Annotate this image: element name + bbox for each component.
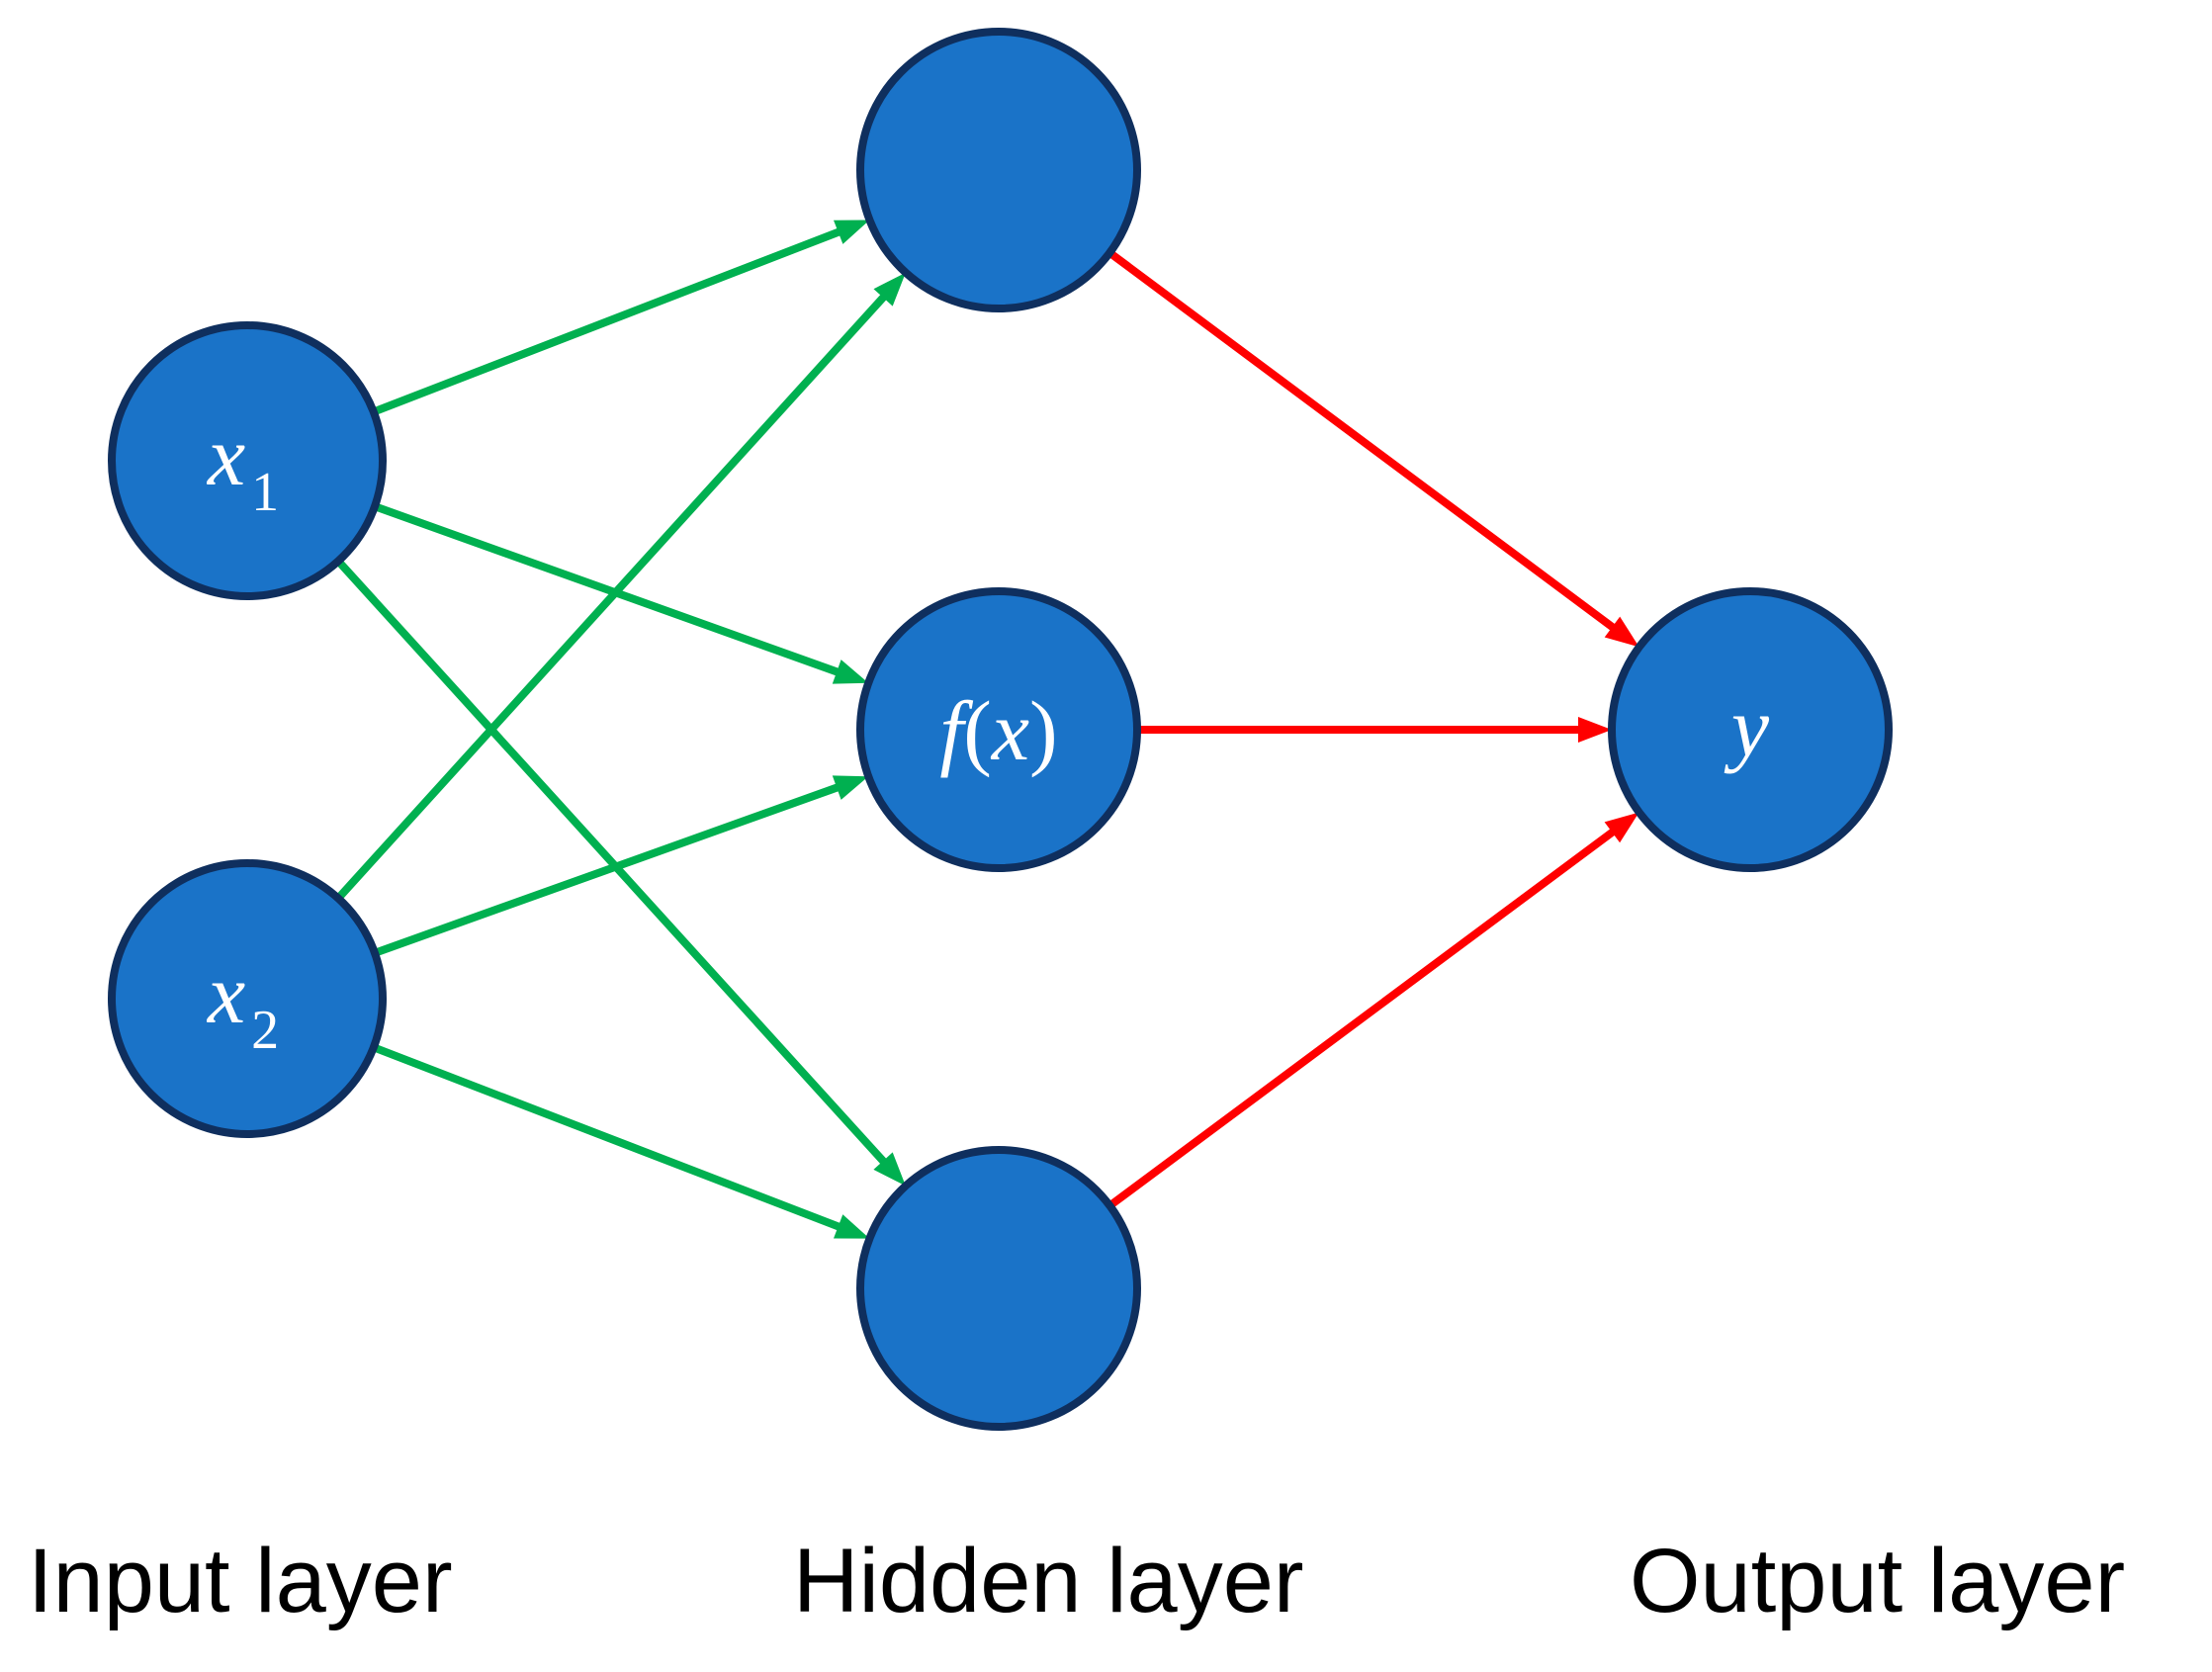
edge-hidden_3-to-output_1	[1106, 823, 1623, 1209]
hidden-node-fx: f(x)	[856, 587, 1141, 872]
hidden-node-fx-argument: x	[990, 683, 1029, 778]
input-node-x1-circle	[108, 321, 387, 600]
arrowhead-input_1-to-hidden_1	[834, 220, 870, 244]
layer-label-output: Output layer	[1630, 1531, 2125, 1631]
hidden-node-3-circle	[856, 1146, 1141, 1431]
edge-input_1-to-hidden_2	[373, 502, 848, 679]
input-node-x1-base: x	[206, 408, 245, 503]
svg-text:f(x): f(x)	[939, 683, 1057, 778]
svg-text:x2: x2	[206, 946, 279, 1061]
input-node-x2-base: x	[206, 946, 245, 1041]
arrowhead-input_2-to-hidden_3	[834, 1214, 870, 1239]
hidden-node-3	[856, 1146, 1141, 1431]
edge-input_2-to-hidden_2	[373, 780, 848, 957]
layer-label-input: Input layer	[28, 1531, 453, 1631]
arrowhead-hidden_1-to-output_1	[1604, 616, 1639, 648]
input-node-x1-subscript: 1	[251, 462, 279, 523]
input-node-x2-subscript: 2	[251, 1000, 279, 1061]
arrowheads-group	[832, 220, 1639, 1239]
arrowhead-input_2-to-hidden_1	[873, 272, 906, 307]
hidden-node-fx-close-paren: )	[1029, 683, 1058, 778]
hidden-node-1-circle	[856, 28, 1141, 312]
output-node-y-circle	[1608, 587, 1893, 872]
layer-label-hidden: Hidden layer	[793, 1531, 1304, 1631]
svg-text:x1: x1	[206, 408, 279, 523]
arrowhead-input_2-to-hidden_2	[832, 775, 869, 800]
edges-group	[335, 224, 1624, 1234]
hidden-node-1	[856, 28, 1141, 312]
output-node-y: y	[1608, 587, 1893, 872]
hidden-node-fx-open-paren: (	[963, 683, 992, 778]
input-node-x2-circle	[108, 859, 387, 1138]
arrowhead-hidden_3-to-output_1	[1604, 812, 1639, 843]
hidden-node-fx-circle	[856, 587, 1141, 872]
output-node-y-label: y	[1724, 679, 1770, 774]
arrowhead-input_1-to-hidden_3	[873, 1152, 906, 1187]
edge-input_1-to-hidden_1	[372, 224, 849, 416]
edge-input_2-to-hidden_1	[335, 287, 893, 902]
arrowhead-hidden_2-to-output_1	[1578, 717, 1612, 743]
edge-hidden_1-to-output_1	[1106, 249, 1624, 637]
edge-input_2-to-hidden_3	[372, 1043, 849, 1234]
arrowhead-input_1-to-hidden_2	[832, 660, 869, 684]
